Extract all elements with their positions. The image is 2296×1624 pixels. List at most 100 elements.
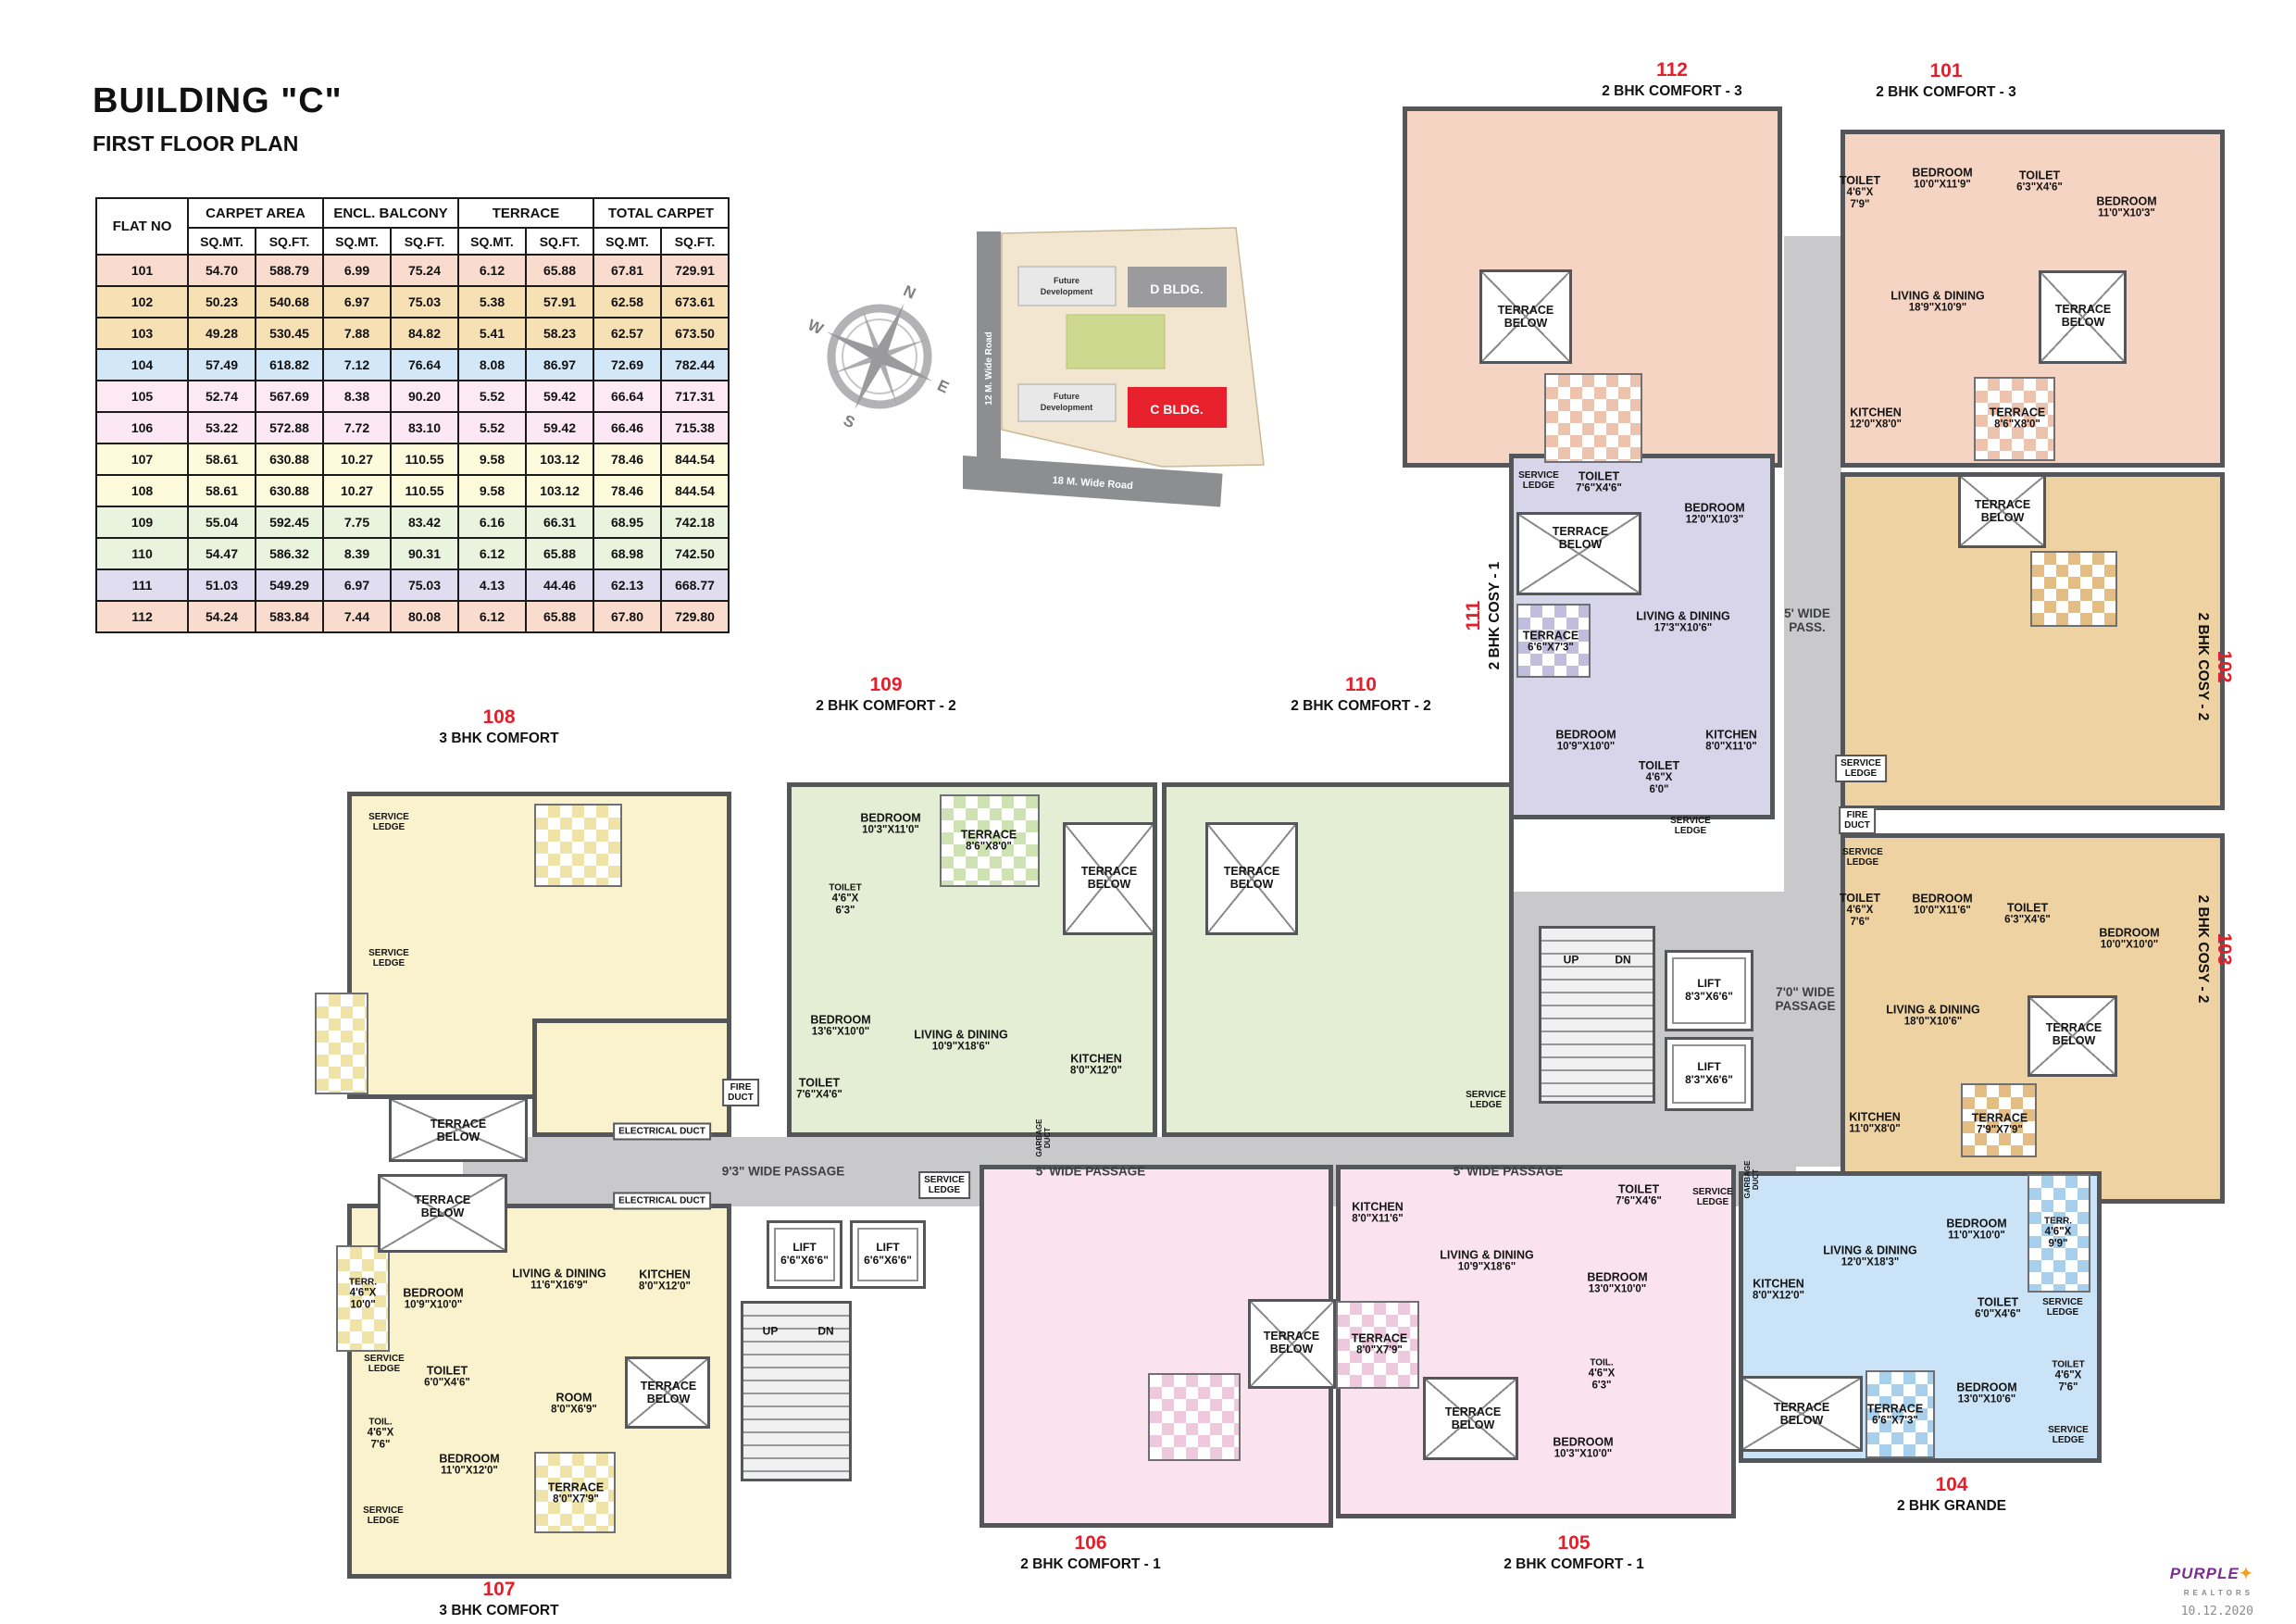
terrace-below-shaft-103 <box>2028 995 2117 1077</box>
room-dims: 11'0"X10'3" <box>2098 207 2155 219</box>
area-value: 630.88 <box>255 474 324 507</box>
road-bottom <box>963 455 1223 507</box>
area-value: 53.22 <box>187 411 256 444</box>
area-value: 7.72 <box>322 411 392 444</box>
area-value: 66.46 <box>593 411 662 444</box>
area-value: 10.27 <box>322 474 392 507</box>
room-dims: 4'6"X 7'6" <box>1846 905 1874 928</box>
unit-type: 2 BHK COMFORT - 1 <box>1020 1556 1161 1573</box>
area-value: 54.70 <box>187 254 256 287</box>
room-dims: 7'6"X4'6" <box>1616 1195 1662 1207</box>
area-value: 110.55 <box>390 474 459 507</box>
room-label: SERVICE LEDGE <box>368 811 409 832</box>
room-dims: 8'0"X12'0" <box>1752 1290 1805 1302</box>
room-dims: 11'0"X8'0" <box>1849 1123 1901 1135</box>
corridor <box>1784 236 1841 1167</box>
plan-label: FIRE DUCT <box>1839 806 1876 834</box>
area-value: 76.64 <box>390 348 459 381</box>
room-dims: 8'0"X11'0" <box>1705 741 1757 753</box>
table-subheader: SQ.FT. <box>525 227 594 256</box>
area-value: 62.13 <box>593 568 662 602</box>
flat-no: 109 <box>95 506 189 539</box>
area-value: 729.80 <box>660 600 730 633</box>
terrace-below-shaft-102 <box>1958 474 2046 548</box>
area-value: 4.13 <box>457 568 527 602</box>
table-col-group: ENCL. BALCONY <box>322 197 459 229</box>
brand-name: PURPLE <box>2169 1565 2240 1582</box>
room-label: SERVICE LEDGE <box>1518 469 1559 491</box>
room-dims: 4'6"X 10'0" <box>349 1287 377 1311</box>
area-value: 592.45 <box>255 506 324 539</box>
unit-type: 2 BHK COMFORT - 1 <box>1504 1556 1644 1573</box>
room-dims: 10'9"X18'6" <box>1457 1261 1516 1273</box>
table-subheader: SQ.MT. <box>593 227 662 256</box>
area-value: 618.82 <box>255 348 324 381</box>
plan-label: UP <box>762 1324 779 1338</box>
terrace-below-shaft-104 <box>1741 1376 1863 1452</box>
area-value: 583.84 <box>255 600 324 633</box>
plan-label: DN <box>1615 953 1631 967</box>
unit-type: 2 BHK COMFORT - 2 <box>1291 698 1431 715</box>
unit-number: 101 <box>1929 60 1963 82</box>
terrace-checker-106 <box>1148 1373 1241 1461</box>
terrace-below-shaft-110 <box>1205 822 1298 935</box>
room-dims: 8'6"X8'0" <box>966 841 1012 853</box>
area-value: 6.12 <box>457 254 527 287</box>
terrace-checker-109 <box>940 794 1040 887</box>
area-value: 58.61 <box>187 474 256 507</box>
area-value: 8.38 <box>322 380 392 413</box>
area-value: 84.82 <box>390 317 459 350</box>
table-subheader: SQ.FT. <box>660 227 730 256</box>
room-dims: 10'3"X11'0" <box>862 824 919 836</box>
flat-no: 108 <box>95 474 189 507</box>
area-value: 630.88 <box>255 443 324 476</box>
area-value: 65.88 <box>525 254 594 287</box>
area-value: 83.10 <box>390 411 459 444</box>
room-label: TERRACE BELOW <box>414 1193 471 1219</box>
table-subheader: SQ.MT. <box>322 227 392 256</box>
unit-number: 109 <box>869 674 903 696</box>
compass-rose: N E S W <box>805 281 952 431</box>
room-dims: 8'0"X7'9" <box>553 1493 599 1505</box>
flat-no: 105 <box>95 380 189 413</box>
room-dims: 4'6"X 6'3" <box>831 893 859 917</box>
unit-type: 2 BHK COSY - 1 <box>1487 561 1504 670</box>
brand-logo: PURPLE✦ REALTORS <box>2170 1565 2253 1600</box>
area-value: 65.88 <box>525 600 594 633</box>
unit-number: 110 <box>1345 674 1377 696</box>
room-label: TERRACE BELOW <box>640 1380 697 1405</box>
area-value: 844.54 <box>660 443 730 476</box>
room-label: TERRACE BELOW <box>430 1118 487 1143</box>
table-subheader: SQ.MT. <box>457 227 527 256</box>
area-value: 83.42 <box>390 506 459 539</box>
terrace-checker-107 <box>534 1452 616 1533</box>
area-value: 103.12 <box>525 443 594 476</box>
terrace-checker-101 <box>1974 377 2055 461</box>
area-value: 8.08 <box>457 348 527 381</box>
plan-label: 7'0" WIDE PASSAGE <box>1775 985 1836 1013</box>
table-col-group: CARPET AREA <box>187 197 324 229</box>
staircase <box>741 1301 852 1481</box>
room-dims: 13'0"X10'0" <box>1588 1283 1647 1295</box>
room-dims: 10'9"X10'0" <box>404 1299 463 1311</box>
flat-no: 111 <box>95 568 189 602</box>
